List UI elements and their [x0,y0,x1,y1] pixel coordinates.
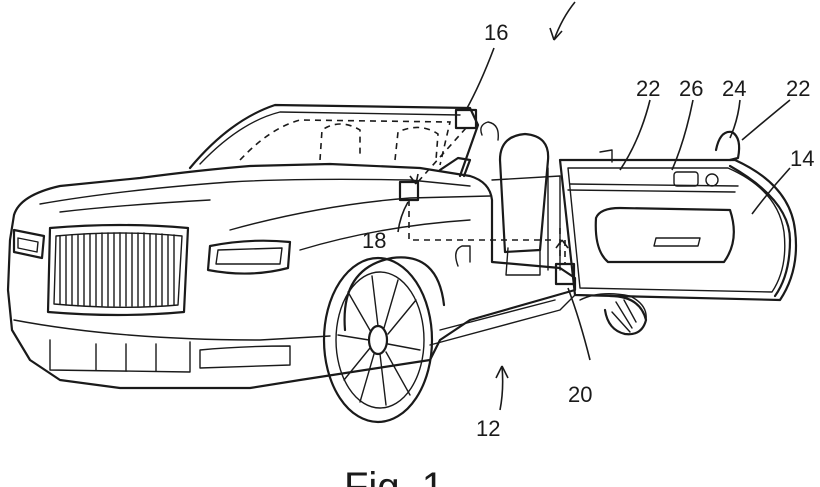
label-20: 20 [568,382,592,407]
headlights [12,228,292,275]
reference-numerals: 16 22 26 24 22 14 18 20 12 [362,20,814,441]
label-22-right: 22 [786,76,810,101]
side-mirror [438,156,472,178]
label-16: 16 [484,20,508,45]
leader-lines [397,47,791,361]
front-wheel [322,256,434,424]
door-opening [455,167,561,271]
signal-lines [408,127,569,264]
label-14: 14 [790,146,814,171]
radiator-grille [46,223,190,317]
car-body [6,162,647,390]
label-12: 12 [476,416,500,441]
windshield [188,103,480,178]
label-18: 18 [362,228,386,253]
reference-arrows [409,1,576,411]
label-24: 24 [722,76,746,101]
label-22-left: 22 [636,76,660,101]
label-26: 26 [679,76,703,101]
front-bumper [13,319,331,373]
rear-seats [480,121,550,276]
rear-wheel [603,294,648,336]
figure-caption: Fig. 1 [344,465,444,487]
open-door [558,130,798,302]
